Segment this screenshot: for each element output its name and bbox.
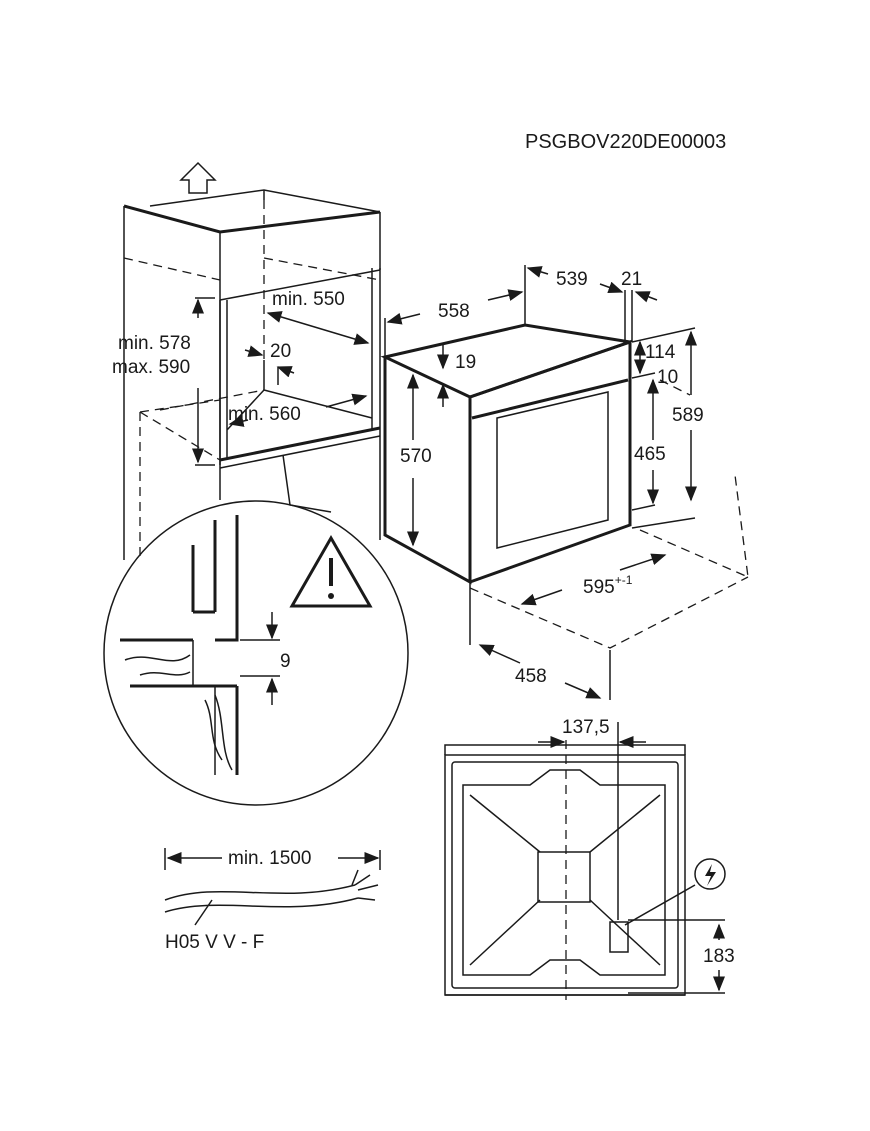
mounting-detail-circle <box>103 454 409 806</box>
front-thickness-label: 21 <box>621 269 642 290</box>
total-height-label: 589 <box>672 405 704 426</box>
niche-cabinet <box>123 189 381 560</box>
oven-body-height-label: 570 <box>400 446 432 467</box>
power-cable <box>164 848 381 926</box>
oven-body-depth-label: 539 <box>556 269 588 290</box>
door-height-label: 465 <box>634 444 666 465</box>
oven-drawing <box>380 265 749 700</box>
niche-height-max-label: max. 590 <box>112 357 190 378</box>
oven-width-label: 595+-1 <box>583 573 633 598</box>
control-panel-height-label: 114 <box>645 342 676 363</box>
oven-rear-view <box>444 722 725 1000</box>
rear-offset-y-label: 183 <box>703 946 735 967</box>
electrical-connection-icon <box>694 858 726 890</box>
oven-total-depth-label: 558 <box>438 301 470 322</box>
detail-gap-label: 9 <box>280 651 291 672</box>
bottom-depth-label: 458 <box>515 666 547 687</box>
panel-gap-label: 10 <box>657 367 678 388</box>
niche-gap-label: 20 <box>270 341 291 362</box>
niche-height-min-label: min. 578 <box>118 333 191 354</box>
warning-icon <box>289 534 373 608</box>
cable-type-label: H05 V V - F <box>165 932 264 953</box>
niche-depth-label: min. 550 <box>272 289 345 310</box>
top-offset-label: 19 <box>455 352 476 373</box>
product-code: PSGBOV220DE00003 <box>525 131 726 153</box>
niche-width-label: min. 560 <box>228 404 301 425</box>
ventilation-arrow-icon <box>179 161 217 194</box>
rear-offset-x-label: 137,5 <box>562 717 610 738</box>
cable-length-label: min. 1500 <box>228 848 311 869</box>
